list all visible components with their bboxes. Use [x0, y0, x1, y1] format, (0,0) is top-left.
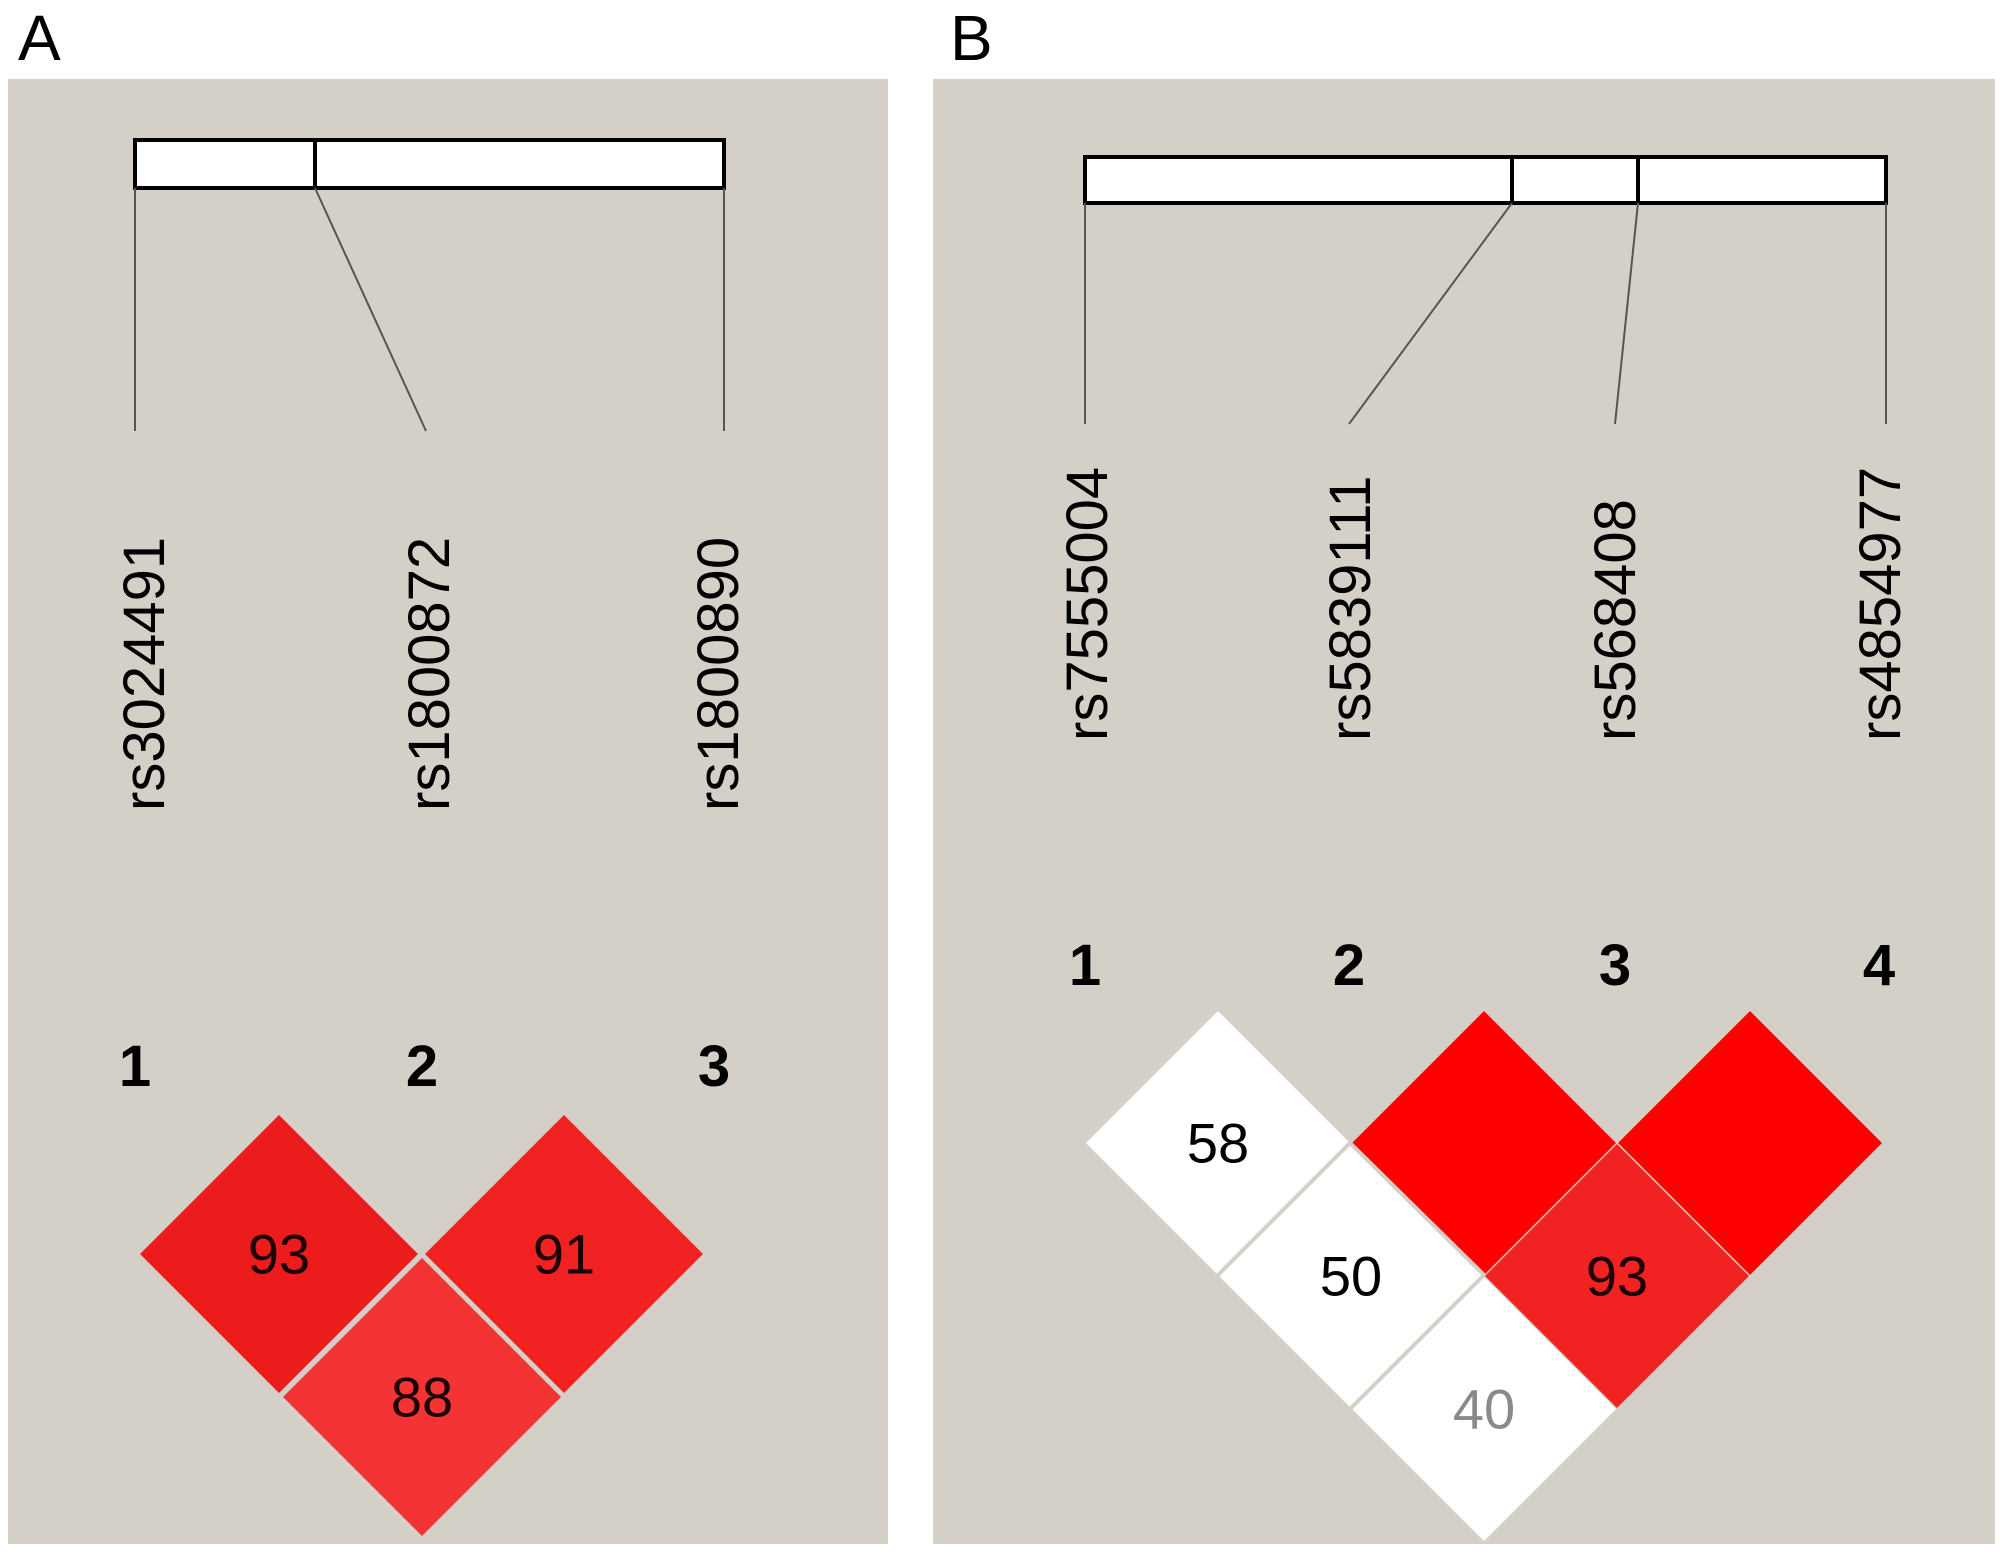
- ld-cell-value: 58: [1187, 1112, 1249, 1175]
- ld-cell-separator: [1348, 1141, 1486, 1277]
- ld-cell-value: 93: [248, 1223, 310, 1286]
- ld-cell-value: 93: [1586, 1245, 1648, 1308]
- ld-cell: [140, 1115, 418, 1393]
- snp-bar-segment: [133, 138, 317, 190]
- panel-b-ld-plot: rs7555004 rs5839111 rs568408 rs4854977 1…: [1055, 155, 1913, 1541]
- snp-index: 1: [1069, 933, 1101, 998]
- snp-name: rs3024491: [112, 537, 177, 811]
- snp-index: 2: [406, 1034, 438, 1099]
- ld-cell: [283, 1258, 561, 1536]
- ld-cell: [425, 1115, 703, 1393]
- panel-b-letter: B: [950, 2, 993, 74]
- snp-index: 4: [1863, 933, 1895, 998]
- snp-connector-line: [1348, 202, 1513, 425]
- snp-name: rs1800890: [686, 537, 751, 811]
- ld-cell: [1618, 1011, 1882, 1275]
- ld-cell: [1485, 1144, 1749, 1408]
- panel-b: rs7555004 rs5839111 rs568408 rs4854977 1…: [933, 79, 1995, 1544]
- snp-name: rs1800872: [397, 537, 462, 811]
- ld-cell-value: 91: [533, 1223, 595, 1286]
- snp-connector-line: [1614, 202, 1639, 425]
- snp-connector-line: [314, 187, 427, 432]
- ld-cell-value: 40: [1453, 1378, 1515, 1441]
- snp-bar-segment: [1083, 155, 1514, 205]
- snp-index: 2: [1333, 933, 1365, 998]
- ld-cell-value: 88: [391, 1366, 453, 1429]
- snp-name: rs5839111: [1318, 475, 1383, 741]
- snp-index: 3: [1599, 933, 1631, 998]
- snp-name: rs568408: [1583, 499, 1648, 741]
- panel-a: rs3024491 rs1800872 rs1800890 1 2 3 93 9…: [8, 79, 888, 1544]
- panel-a-ld-plot: rs3024491 rs1800872 rs1800890 1 2 3 93 9…: [112, 138, 751, 1536]
- snp-bar-segment: [1636, 155, 1888, 205]
- ld-cell-separator: [1216, 1141, 1352, 1277]
- snp-bar-segment: [1510, 155, 1640, 205]
- snp-bar-segment: [313, 138, 726, 190]
- snp-name: rs4854977: [1848, 467, 1913, 741]
- snp-index: 1: [119, 1034, 151, 1099]
- snp-index: 3: [698, 1034, 730, 1099]
- snp-name: rs7555004: [1055, 467, 1120, 741]
- ld-cell-separator: [1349, 1274, 1485, 1410]
- ld-cell-value: 50: [1320, 1245, 1382, 1308]
- panel-a-letter: A: [18, 2, 61, 74]
